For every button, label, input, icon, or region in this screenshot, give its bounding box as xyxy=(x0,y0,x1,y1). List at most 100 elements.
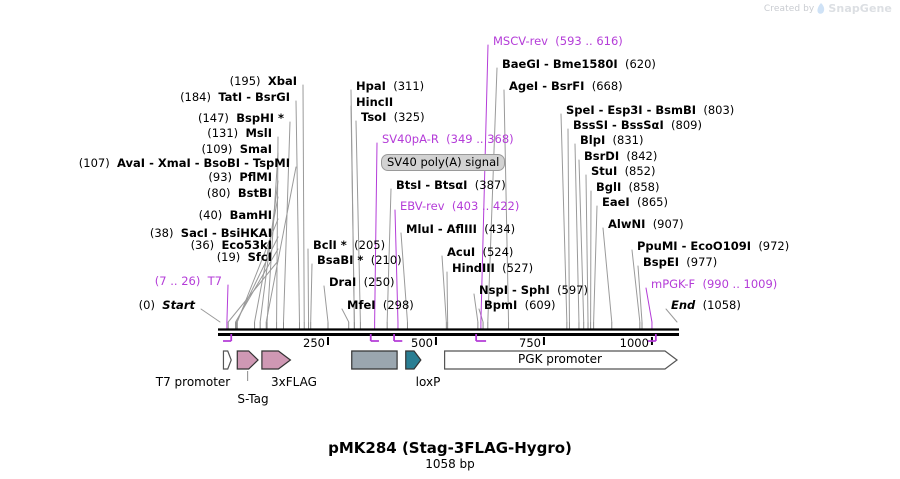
site-name-spei-2: BsmBI xyxy=(655,103,697,117)
site-label-mlui[interactable]: MluI - AflIII (434) xyxy=(406,223,515,235)
site-label-agei[interactable]: AgeI - BsrFI (668) xyxy=(509,80,623,92)
name-separator: - xyxy=(594,103,608,117)
leader-line-msli xyxy=(276,136,279,323)
site-label-stui[interactable]: StuI (852) xyxy=(591,165,656,177)
site-label-xbai[interactable]: (195) XbaI xyxy=(230,75,297,87)
name-separator: - xyxy=(242,90,255,104)
leader-line-smai xyxy=(266,152,279,323)
leader-line-spei xyxy=(560,113,568,323)
site-label-ebv-rev[interactable]: EBV-rev (403 .. 422) xyxy=(400,200,519,212)
site-name-agei-0: AgeI xyxy=(509,79,539,93)
site-label-bstbi[interactable]: (80) BstBI xyxy=(207,187,272,199)
site-position-hpai: (311) xyxy=(393,79,425,93)
leader-line-blpi xyxy=(574,143,580,323)
site-name-nspi-0: NspI xyxy=(479,283,508,297)
site-name-bsphi-0: BspHI * xyxy=(236,111,284,125)
site-label-end[interactable]: End (1058) xyxy=(671,299,741,311)
site-name-btsi-0: BtsI xyxy=(396,178,422,192)
snapgene-watermark: Created by SnapGene xyxy=(764,2,892,15)
site-label-drai[interactable]: DraI (250) xyxy=(329,276,395,288)
site-position-pflmi: (93) xyxy=(208,170,232,184)
site-label-spei[interactable]: SpeI - Esp3I - BsmBI (803) xyxy=(566,104,734,116)
site-label-hincii[interactable]: HincII xyxy=(356,96,393,108)
site-label-mscv-rev[interactable]: MSCV-rev (593 .. 616) xyxy=(493,35,623,47)
feature-shape-t7-promoter[interactable] xyxy=(222,350,232,370)
site-label-hpai[interactable]: HpaI (311) xyxy=(356,80,424,92)
site-label-acui[interactable]: AcuI (524) xyxy=(447,246,513,258)
site-name-pflmi-0: PflMI xyxy=(239,170,272,184)
site-position-blpi: (831) xyxy=(612,133,644,147)
site-label-hindiii[interactable]: HindIII (527) xyxy=(452,262,533,274)
site-label-eaei[interactable]: EaeI (865) xyxy=(602,196,668,208)
site-label-nspi[interactable]: NspI - SphI (597) xyxy=(479,284,588,296)
site-label-start[interactable]: (0) Start xyxy=(139,299,195,311)
site-label-eco53ki[interactable]: (36) Eco53kI xyxy=(191,239,272,251)
site-name-bspei-0: BspEI xyxy=(643,255,679,269)
name-separator: - xyxy=(538,79,551,93)
site-name-stui-0: StuI xyxy=(591,164,618,178)
site-name-saci-1: BsiHKAI xyxy=(220,226,272,240)
site-label-tati[interactable]: (184) TatI - BsrGI xyxy=(180,91,290,103)
site-label-bgli[interactable]: BglI (858) xyxy=(596,181,659,193)
feature-shape-loxp[interactable] xyxy=(405,350,422,370)
site-label-blpi[interactable]: BlpI (831) xyxy=(580,134,643,146)
site-label-t7[interactable]: (7 .. 26) T7 xyxy=(155,275,222,287)
site-label-alwni[interactable]: AlwNI (907) xyxy=(608,218,684,230)
site-label-sv40pa-r[interactable]: SV40pA-R (349 .. 368) xyxy=(382,133,514,145)
site-label-bsphi[interactable]: (147) BspHI * xyxy=(198,112,284,124)
leader-line-xbai xyxy=(302,84,305,323)
feature-shape-pgk-promoter[interactable] xyxy=(444,350,678,370)
leader-line-t7 xyxy=(226,284,229,323)
feature-shape-s-tag[interactable] xyxy=(236,350,259,370)
watermark-prefix: Created by xyxy=(763,3,815,14)
leader-line-tsoi xyxy=(355,120,361,323)
site-label-tsoi[interactable]: TsoI (325) xyxy=(361,111,425,123)
site-label-bamhi[interactable]: (40) BamHI xyxy=(199,209,272,221)
leader-line-bsssi xyxy=(567,128,570,323)
site-name-hincii-0: HincII xyxy=(356,95,394,109)
site-label-btsi[interactable]: BtsI - BtsαI (387) xyxy=(396,179,506,191)
site-label-saci[interactable]: (38) SacI - BsiHKAI xyxy=(150,227,272,239)
site-label-mfei[interactable]: MfeI (298) xyxy=(347,299,414,311)
primer-mark-mpgk-f-primer-mark xyxy=(647,334,657,342)
primer-bracket xyxy=(223,334,233,342)
site-position-bamhi: (40) xyxy=(198,208,223,222)
site-label-smai[interactable]: (109) SmaI xyxy=(201,143,272,155)
site-label-avai[interactable]: (107) AvaI - XmaI - BsoBI - TspMI xyxy=(79,157,290,169)
leader-line-mscv-rev xyxy=(480,44,489,323)
site-label-bsrdi[interactable]: BsrDI (842) xyxy=(584,150,657,162)
site-label-bpmi[interactable]: BpmI (609) xyxy=(484,299,556,311)
site-name-spei-0: SpeI xyxy=(566,103,595,117)
feature-shape-3xflag[interactable] xyxy=(261,350,292,370)
page-title: pMK284 (Stag-3FLAG-Hygro) xyxy=(328,439,572,457)
site-name-tati-1: BsrGI xyxy=(255,90,290,104)
site-label-msli[interactable]: (131) MslI xyxy=(207,127,272,139)
feature-shape-unnamed-grey-feature[interactable] xyxy=(351,350,398,370)
site-position-ppumi: (972) xyxy=(758,239,790,253)
ruler-label-500: 500 xyxy=(411,336,433,350)
site-label-bcli[interactable]: BclI * (205) xyxy=(313,239,385,251)
site-label-bspei[interactable]: BspEI (977) xyxy=(643,256,717,268)
site-position-btsi: (387) xyxy=(474,178,506,192)
leader-line-hindiii xyxy=(446,271,449,323)
site-position-sfci: (19) xyxy=(216,250,241,264)
name-separator: - xyxy=(145,156,158,170)
site-position-acui: (524) xyxy=(482,245,514,259)
feature-chip-sv40-polya-signal[interactable]: SV40 poly(A) signal xyxy=(381,154,506,171)
site-label-ppumi[interactable]: PpuMI - EcoO109I (972) xyxy=(637,240,789,252)
site-label-bsabi[interactable]: BsaBI * (210) xyxy=(317,254,402,266)
site-label-sfci[interactable]: (19) SfcI xyxy=(217,251,272,263)
site-name-eaei-0: EaeI xyxy=(602,195,630,209)
site-label-mpgk-f[interactable]: mPGK-F (990 .. 1009) xyxy=(651,278,777,290)
site-name-mlui-1: AflIII xyxy=(446,222,477,236)
site-name-bcli-0: BclI * xyxy=(313,238,347,252)
leader-line-nspi xyxy=(473,293,479,323)
feature-label-pgk-promoter: PGK promoter xyxy=(518,352,602,366)
site-name-tati-0: TatI xyxy=(218,90,243,104)
site-label-baegi[interactable]: BaeGI - Bme1580I (620) xyxy=(502,58,656,70)
site-position-bstbi: (80) xyxy=(206,186,231,200)
site-position-stui: (852) xyxy=(624,164,656,178)
site-label-bsssi[interactable]: BssSI - BssSαI (809) xyxy=(573,119,702,131)
site-label-pflmi[interactable]: (93) PflMI xyxy=(208,171,272,183)
